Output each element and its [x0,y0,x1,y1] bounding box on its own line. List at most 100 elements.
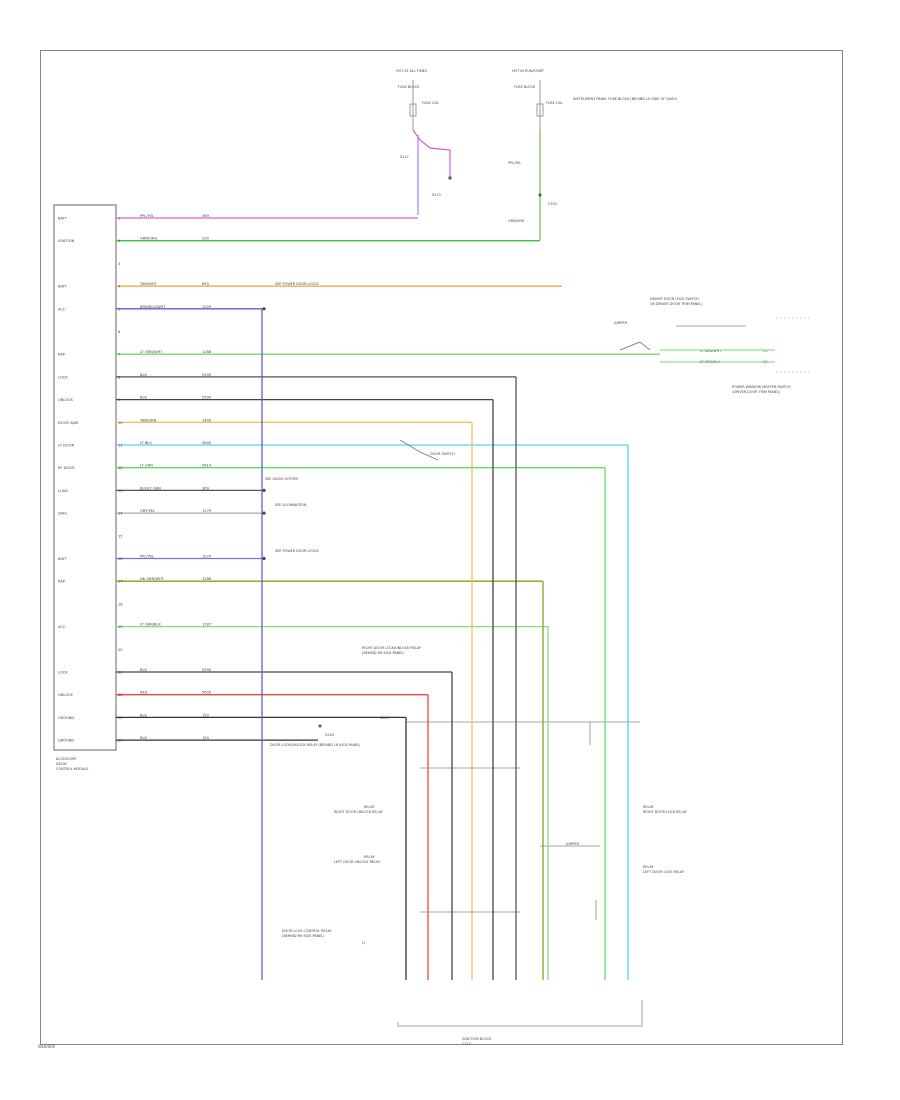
bottom-connector-bracket [397,1000,643,1027]
splice-1-label: S212 [400,155,409,159]
wire-color-label: PPL/YEL [140,555,154,559]
circuit-code-label: 5600 [202,441,212,445]
jumper-bottom: JUMPER [565,842,580,846]
fuse-1-label: FUSE 10A [422,101,439,105]
diagram-frame [40,50,843,1045]
circuit-code-label: 5590 [202,668,212,672]
pin-name: GROUND [58,716,74,720]
circuit-code-label: 1400 [202,418,212,422]
note-1: SEE POWER DOOR LOCKS [275,282,319,286]
top-wire-1-label: PPL/YEL [508,161,521,165]
pin-name: ACC [58,307,66,311]
wire-color-label: RED [140,691,148,695]
pin-name: UNLOCK [58,693,74,697]
junction-1: J1 [361,941,365,945]
module-title-3: CONTROL MODULE [56,767,88,771]
power-window-sub: (DRIVER DOOR TRIM PANEL) [732,390,781,394]
wire-color-label: BRN/BLU/WHT [140,305,166,309]
splice-2-label: S213 [432,193,441,197]
pin-number: 3 [118,262,120,266]
pin-number: 12 [118,466,123,470]
arrow-terminal [262,511,266,515]
pin-name: GROUND [58,739,74,743]
pin-number: 6 [118,330,121,334]
bottom-relay-block-sub: (BEHIND RH KICK PANEL) [282,934,325,938]
pin-number: 15 [118,534,123,538]
note-4: SEE POWER DOOR LOCKS [275,549,319,553]
left-relay-block: DOOR LOCK/UNLOCK RELAY (BEHIND LH KICK P… [270,743,361,747]
circuit-code-label: 5590 [202,373,212,377]
note-2: SEE AUDIO SYSTEM [265,477,298,481]
power-door-lock-top-sub: (BEHIND RH KICK PANEL) [362,651,405,655]
pin-name: DIAG [58,512,67,516]
pin-number: 4 [118,285,121,289]
bottom-module-connector: C213 [462,1042,471,1046]
relay-4-sub: LEFT DOOR LOCK RELAY [643,870,685,874]
relay-3: RELAY [643,805,655,809]
pin-number: 7 [118,353,120,357]
pin-name: RAP [58,353,66,357]
wire-color-label: LT GRN/WHT [140,350,163,354]
pin-name: LF DOOR [58,444,75,448]
fuse-right-label: HOT IN RUN/START [512,69,545,73]
wire-color-label: BLK [140,396,147,400]
pin-number: 10 [118,421,123,425]
note-3: SEE ILLUMINATION [275,503,307,507]
pin-number: 23 [118,716,123,720]
pin-number: 19 [118,625,123,629]
jumper-label: JUMPER [613,321,628,325]
pin-number: 18 [118,602,123,606]
pin-number: 17 [118,580,123,584]
module-box [53,204,117,751]
wire-group [116,217,660,741]
power-window-label: POWER WINDOW MASTER SWITCH [732,385,791,389]
circuit-code-label: 650 [202,282,210,286]
pin-name: LOCK [58,671,68,675]
fuse-box-2: FUSE BLOCK [514,85,536,89]
pin-name: IGNITION [58,239,75,243]
fuse-2-icon [536,103,544,117]
fuse-1-icon [409,103,417,117]
pin-number: 24 [118,739,123,743]
wire-color-label: TAN/ORN [139,418,157,422]
wire-color-label: BLK [140,668,147,672]
relay-1-sub: RIGHT DOOR UNLOCK RELAY [334,810,384,814]
arrow-terminal [262,307,266,311]
circuit-code-label: 1029 [202,305,212,309]
pin-number: 2 [118,239,120,243]
relay-2-sub: LEFT DOOR UNLOCK RELAY [334,860,381,864]
splice-bottom-label: S201 [380,716,389,720]
relay-3-sub: RIGHT DOOR LOCK RELAY [643,810,688,814]
pin-number: 20 [118,648,123,652]
fuse-left-label: HOT AT ALL TIMES [396,69,427,73]
pin-number: 11 [118,444,123,448]
circuit-code-label: 1288 [202,577,212,581]
pin-number: 13 [118,489,123,493]
door-switch-label: DOOR SWITCH [430,452,455,456]
switch-sub-label: (IN DRIVER DOOR TRIM PANEL) [650,302,703,306]
switch-pin-1: C1 [763,349,768,353]
door-switch-contact [399,439,439,461]
pin-name: RAP [58,580,66,584]
pin-name: RF DOOR [58,466,75,470]
pin-number: 16 [118,557,123,561]
ground-label: G200 [325,733,334,737]
circuit-code-label: 1279 [202,509,212,513]
module-title-2: DELAY [56,762,68,766]
wire-color-label: LT GRN [140,464,153,468]
top-wire-2-label: GRN/ORG [508,219,525,223]
wire-color-label: BLK [140,713,147,717]
switch-contact [619,341,651,351]
circuit-code-label: 1070 [202,555,212,559]
wire-color-label: DK GRN/WHT [140,577,165,581]
circuit-code-label: 200 [202,237,210,241]
pin-name: BATT [58,217,68,221]
module-title-1: ACCESSORY [56,757,77,761]
arrow-terminal [262,488,266,492]
wire-color-label: LT GRN/BLK [140,623,161,627]
pin-name: LOAD [58,489,68,493]
circuit-code-label: 1287 [202,623,211,627]
relay-1: RELAY [364,805,376,809]
